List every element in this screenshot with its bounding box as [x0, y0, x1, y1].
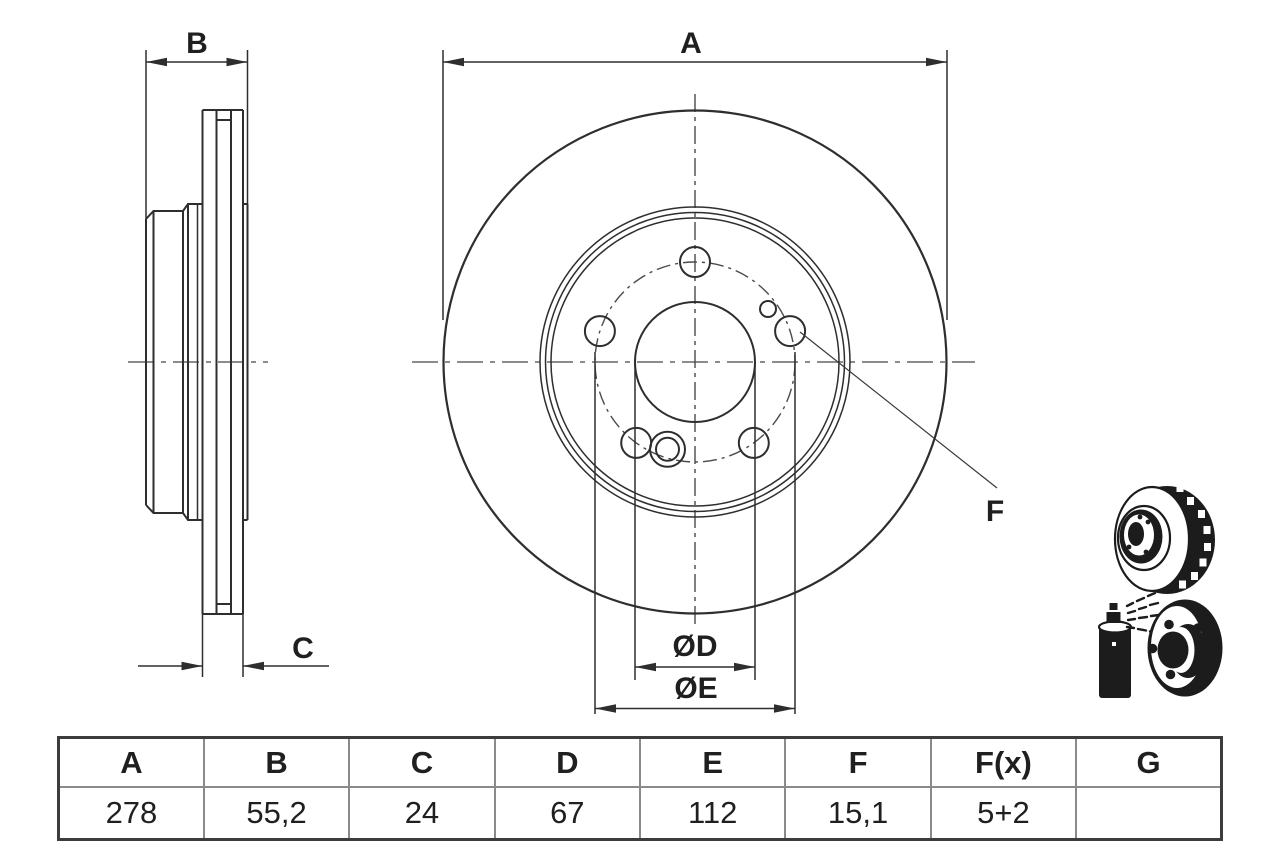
dim-label-b: B	[186, 27, 208, 60]
spec-value-g	[1075, 787, 1222, 840]
dim-label-a: A	[680, 27, 702, 60]
dim-a: A	[442, 27, 948, 320]
spec-value-row: 278 55,2 24 67 112 15,1 5+2	[59, 787, 1222, 840]
spec-table: A B C D E F F(x) G 278 55,2 24 67 112 15…	[57, 736, 1223, 841]
spec-header-a: A	[58, 737, 204, 788]
dim-label-e: ØE	[674, 672, 717, 705]
spec-header-e: E	[638, 737, 786, 788]
spec-value-fx: 5+2	[929, 787, 1077, 840]
auxiliary-hole	[759, 300, 777, 318]
spec-header-c: C	[348, 737, 495, 788]
dim-c: C	[138, 614, 329, 677]
hat-face-circle	[550, 217, 840, 507]
spray-particles	[1125, 591, 1161, 635]
drawing-canvas: B	[128, 27, 1223, 714]
spec-value-a: 278	[105, 795, 158, 830]
spec-header-fx: F(x)	[929, 737, 1077, 788]
dim-e: ØE	[594, 352, 796, 714]
spec-header-g: G	[1075, 737, 1222, 788]
hat-step-circle	[544, 211, 846, 513]
spec-header-f: F	[784, 737, 931, 788]
dim-label-f: F	[986, 495, 1004, 528]
locating-pin-hole	[649, 430, 686, 468]
coated-disc	[1147, 599, 1223, 697]
spray-can	[1097, 603, 1133, 698]
dim-d: ØD	[634, 362, 756, 680]
spec-value-f: 15,1	[784, 787, 931, 840]
spec-header-row: A B C D E F F(x) G	[58, 737, 1222, 788]
spray-coated-brake-disc-icon	[1097, 591, 1223, 698]
spec-value-c: 24	[348, 787, 495, 840]
hat-section	[145, 203, 249, 521]
side-view: B	[128, 27, 329, 677]
vented-brake-disc-icon	[1113, 484, 1215, 594]
spec-value-d: 67	[493, 787, 640, 840]
front-view: A ØD ØE F	[412, 27, 1004, 714]
spec-value-e: 112	[638, 787, 786, 840]
outer-diameter-circle	[442, 109, 948, 615]
friction-ring-section	[201, 109, 244, 615]
bolt-holes	[583, 246, 807, 459]
vent-slots	[1176, 484, 1211, 589]
spec-header-d: D	[493, 737, 640, 788]
f-leader-line	[799, 331, 998, 489]
friction-band-inner-circle	[539, 206, 851, 518]
spec-header-b: B	[202, 737, 350, 788]
spec-value-b: 55,2	[202, 787, 350, 840]
dim-f: F	[799, 331, 1004, 528]
dim-label-d: ØD	[673, 630, 718, 663]
dim-label-c: C	[292, 632, 314, 665]
